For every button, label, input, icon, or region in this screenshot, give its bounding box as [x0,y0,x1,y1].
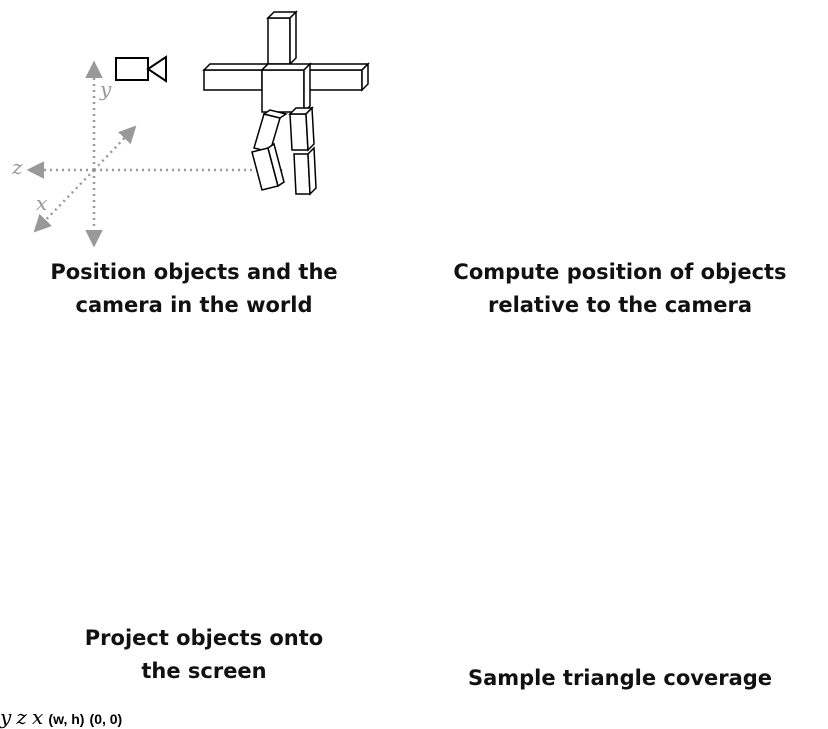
world-panel: y z x [11,11,369,248]
camera-caption-line-2: relative to the camera [487,293,753,317]
camera-caption-line-1: Compute position of objects [453,260,787,284]
camera-panel: y z x [0,705,48,729]
camera-caption: Compute position of objects relative to … [420,256,820,322]
world-axes [26,60,284,248]
screen-panel: (w, h) (0, 0) [48,709,122,728]
world-neg-x-axis [93,125,137,171]
world-robot-figure [203,11,369,195]
camera-x-label: x [32,705,44,729]
coverage-caption-line-1: Sample triangle coverage [467,666,773,690]
screen-caption-line-2: the screen [141,659,267,683]
screen-caption: Project objects onto the screen [0,622,408,688]
world-x-label: x [36,191,47,215]
world-y-label: y [99,77,112,101]
world-z-label: z [11,155,23,179]
world-caption-line-2: camera in the world [75,293,313,317]
world-x-axis [33,169,95,233]
camera-z-label: z [16,705,27,729]
figure-canvas: y z x [11,11,369,248]
screen-corner-bottom-left: (0, 0) [89,711,123,727]
screen-caption-line-1: Project objects onto [84,626,324,650]
world-caption: Position objects and the camera in the w… [0,256,388,322]
coverage-caption: Sample triangle coverage [420,662,820,695]
world-camera-icon [115,56,167,82]
screen-rectangle: (w, h) (0, 0) [48,709,122,728]
world-caption-line-1: Position objects and the [50,260,338,284]
figure: y z x y z x (w, h) (0, 0) P [0,11,820,729]
camera-y-label: y [0,705,12,729]
screen-corner-top-right: (w, h) [48,711,85,727]
